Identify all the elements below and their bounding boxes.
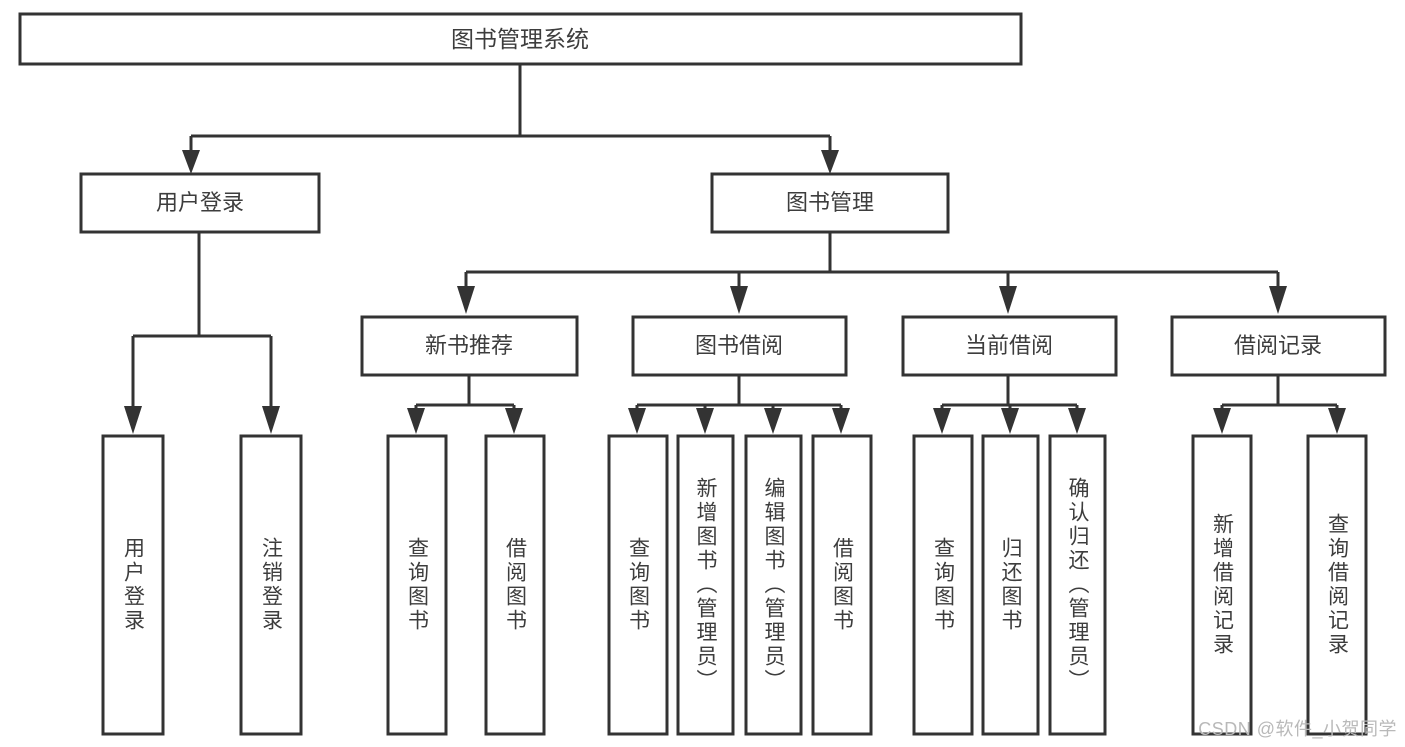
leaf-return-book-box[interactable]	[981, 434, 1040, 736]
leaf-logout-text-area: 注销登录	[259, 537, 283, 633]
leaf-borrow-book-newbook-text-area: 借阅图书	[503, 537, 527, 633]
node-borrow-record-label: 借阅记录	[1234, 333, 1322, 358]
node-borrow-record[interactable]: 借阅记录	[1170, 315, 1387, 377]
leaf-borrow-book-borrow-box[interactable]	[811, 434, 873, 736]
leaf-borrow-book-newbook-label: 借阅图书	[503, 537, 527, 633]
leaf-confirm-return-admin[interactable]: 确认归还（管理员）	[1048, 434, 1107, 736]
connector-layer	[124, 63, 1346, 434]
leaf-query-book-borrow-label: 查询图书	[626, 537, 650, 633]
leaf-add-book-admin-box[interactable]	[676, 434, 735, 736]
node-book-management-box[interactable]	[710, 172, 950, 234]
leaf-query-borrow-record-label: 查询借阅记录	[1325, 513, 1349, 657]
arrowhead-leaf-user-login	[124, 406, 142, 434]
leaf-logout[interactable]: 注销登录	[239, 434, 303, 736]
leaf-borrow-book-borrow-label: 借阅图书	[830, 537, 854, 633]
node-root-label: 图书管理系统	[451, 26, 589, 52]
node-book-borrow[interactable]: 图书借阅	[631, 315, 848, 377]
arrowhead-leaf-query-book-b	[628, 408, 646, 434]
node-user-login-label: 用户登录	[156, 190, 244, 215]
arrowhead-newbook	[457, 286, 475, 314]
leaf-edit-book-admin-box[interactable]	[744, 434, 803, 736]
node-new-book-recommend-box[interactable]	[360, 315, 579, 377]
leaf-query-book-borrow[interactable]: 查询图书	[607, 434, 669, 736]
node-current-borrow-label: 当前借阅	[965, 333, 1053, 358]
leaf-query-borrow-record-text-area: 查询借阅记录	[1325, 513, 1349, 657]
node-root[interactable]: 图书管理系统	[18, 12, 1023, 66]
leaf-add-borrow-record-label: 新增借阅记录	[1210, 513, 1234, 657]
node-user-login-box[interactable]	[79, 172, 321, 234]
node-root-box[interactable]	[18, 12, 1023, 66]
leaf-logout-label: 注销登录	[259, 537, 283, 633]
leaf-edit-book-admin[interactable]: 编辑图书（管理员）	[744, 434, 803, 736]
leaf-edit-book-admin-text-area: 编辑图书（管理员）	[762, 477, 785, 693]
leaf-query-book-current-label: 查询图书	[931, 537, 955, 633]
arrowhead-record	[1269, 286, 1287, 314]
node-new-book-recommend[interactable]: 新书推荐	[360, 315, 579, 377]
leaf-confirm-return-admin-text-area: 确认归还（管理员）	[1066, 477, 1089, 693]
arrowhead-leaf-add-record	[1213, 408, 1231, 434]
arrowhead-current	[999, 286, 1017, 314]
leaf-user-login-box[interactable]	[101, 434, 165, 736]
leaf-add-borrow-record-text-area: 新增借阅记录	[1210, 513, 1234, 657]
arrowhead-leaf-add-book	[696, 408, 714, 434]
leaf-borrow-book-newbook-box[interactable]	[484, 434, 546, 736]
leaf-user-login-text-area: 用户登录	[121, 537, 145, 633]
arrowhead-leaf-query-book-a	[407, 408, 425, 434]
leaf-return-book-label: 归还图书	[999, 537, 1022, 633]
leaf-borrow-book-borrow-text-area: 借阅图书	[830, 537, 854, 633]
leaf-confirm-return-admin-box[interactable]	[1048, 434, 1107, 736]
leaf-query-book-borrow-box[interactable]	[607, 434, 669, 736]
node-book-management-label: 图书管理	[786, 190, 874, 215]
leaf-query-book-borrow-text-area: 查询图书	[626, 537, 650, 633]
leaf-return-book-text-area: 归还图书	[999, 537, 1022, 633]
leaf-query-book-current[interactable]: 查询图书	[912, 434, 974, 736]
leaf-user-login[interactable]: 用户登录	[101, 434, 165, 736]
node-book-borrow-label: 图书借阅	[695, 333, 783, 358]
node-borrow-record-box[interactable]	[1170, 315, 1387, 377]
leaf-query-borrow-record[interactable]: 查询借阅记录	[1306, 434, 1368, 736]
arrowhead-borrow	[730, 286, 748, 314]
node-current-borrow-box[interactable]	[901, 315, 1118, 377]
arrowhead-leaf-logout	[262, 406, 280, 434]
leaf-edit-book-admin-label: 编辑图书（管理员）	[762, 477, 785, 693]
node-book-borrow-box[interactable]	[631, 315, 848, 377]
arrowhead-leaf-edit-book	[764, 408, 782, 434]
arrowhead-leaf-borrow-book-b	[832, 408, 850, 434]
leaf-add-borrow-record[interactable]: 新增借阅记录	[1191, 434, 1253, 736]
leaf-return-book[interactable]: 归还图书	[981, 434, 1040, 736]
node-user-login[interactable]: 用户登录	[79, 172, 321, 234]
arrowhead-leaf-query-record	[1328, 408, 1346, 434]
leaf-query-borrow-record-box[interactable]	[1306, 434, 1368, 736]
leaf-add-book-admin-label: 新增图书（管理员）	[694, 477, 717, 693]
leaf-borrow-book-borrow[interactable]: 借阅图书	[811, 434, 873, 736]
node-new-book-recommend-label: 新书推荐	[425, 333, 513, 358]
leaf-query-book-newbook-box[interactable]	[386, 434, 448, 736]
node-current-borrow[interactable]: 当前借阅	[901, 315, 1118, 377]
arrowhead-user-login	[182, 150, 200, 174]
leaf-borrow-book-newbook[interactable]: 借阅图书	[484, 434, 546, 736]
arrowhead-leaf-query-book-c	[933, 408, 951, 434]
arrowhead-book-manage	[821, 150, 839, 174]
leaf-query-book-newbook-text-area: 查询图书	[405, 537, 429, 633]
leaf-query-book-newbook-label: 查询图书	[405, 537, 429, 633]
leaf-query-book-current-box[interactable]	[912, 434, 974, 736]
arrowhead-leaf-return-book	[1001, 408, 1019, 434]
arrowhead-leaf-confirm-return	[1068, 408, 1086, 434]
leaf-user-login-label: 用户登录	[121, 537, 145, 633]
node-book-management[interactable]: 图书管理	[710, 172, 950, 234]
leaf-query-book-current-text-area: 查询图书	[931, 537, 955, 633]
leaf-add-borrow-record-box[interactable]	[1191, 434, 1253, 736]
leaf-add-book-admin-text-area: 新增图书（管理员）	[694, 477, 717, 693]
leaf-query-book-newbook[interactable]: 查询图书	[386, 434, 448, 736]
arrowhead-leaf-borrow-book-a	[505, 408, 523, 434]
leaf-logout-box[interactable]	[239, 434, 303, 736]
leaf-add-book-admin[interactable]: 新增图书（管理员）	[676, 434, 735, 736]
leaf-confirm-return-admin-label: 确认归还（管理员）	[1066, 477, 1089, 693]
